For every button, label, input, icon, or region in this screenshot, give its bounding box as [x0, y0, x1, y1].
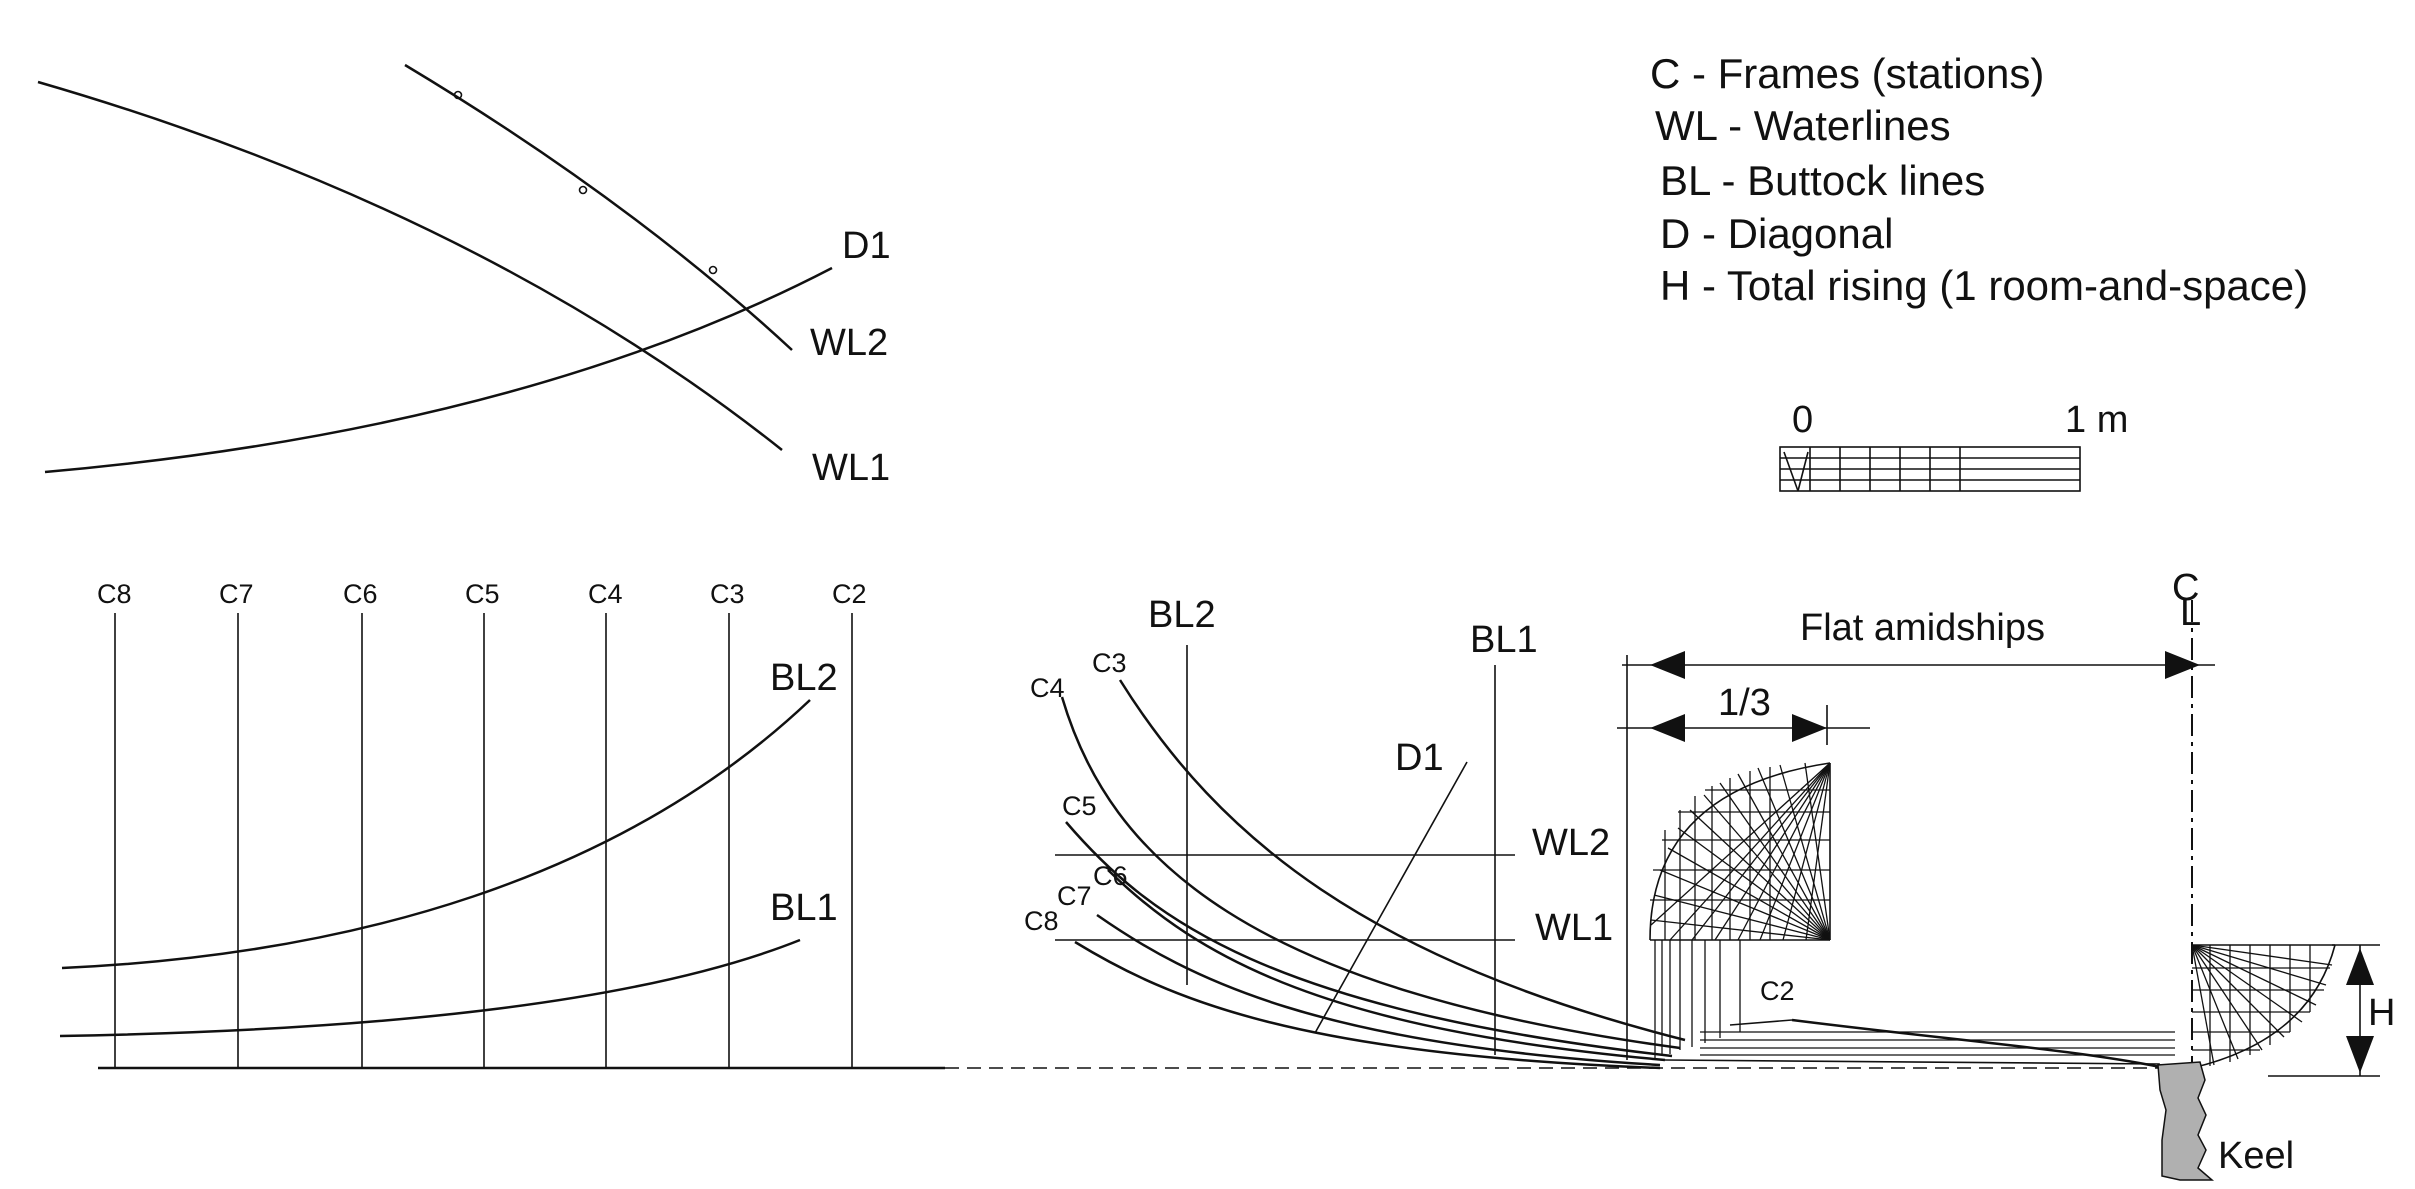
body-c6-label: C6	[1093, 861, 1128, 891]
profile-c7-label: C7	[219, 579, 254, 609]
scale-bar: 0 1 m	[1779, 399, 2128, 492]
body-bl1-label: BL1	[1470, 619, 1538, 661]
plan-waterline-wl1	[37, 80, 783, 451]
plan-wl1-label: WL1	[812, 447, 890, 489]
body-c7-label: C7	[1057, 881, 1092, 911]
profile-c3-label: C3	[710, 579, 745, 609]
centerline-l-label: L	[2180, 592, 2201, 634]
plan-d1-label: D1	[842, 225, 891, 267]
body-wl2-label: WL2	[1532, 822, 1610, 864]
profile-c4-label: C4	[588, 579, 623, 609]
keel-label: Keel	[2218, 1135, 2294, 1177]
centerline-c-label: C	[2172, 567, 2199, 609]
plan-waterline-wl2	[404, 63, 793, 351]
body-frame-c7	[1096, 913, 1661, 1067]
body-plan: C4 C3 C5 C6 C7 C8 C2 BL2 BL1 D1 WL2 WL1 …	[1024, 567, 2395, 1181]
body-frame-c3	[1118, 679, 1686, 1042]
plan-diagonal-d1	[44, 266, 833, 474]
scale-zero-label: 0	[1792, 399, 1813, 441]
profile-buttock-bl1	[59, 938, 801, 1038]
body-frame-c2	[1791, 1018, 2166, 1070]
legend-diagonal: D - Diagonal	[1660, 210, 1893, 257]
body-frame-c8	[1074, 940, 1661, 1070]
plan-wl2-label: WL2	[810, 322, 888, 364]
body-c3-label: C3	[1092, 648, 1127, 678]
profile-bl2-label: BL2	[770, 657, 838, 699]
body-bl2-label: BL2	[1148, 594, 1216, 636]
plan-view: D1 WL2 WL1	[37, 63, 891, 489]
legend-waterlines: WL - Waterlines	[1655, 102, 1951, 149]
profile-c5-label: C5	[465, 579, 500, 609]
body-frame-c4	[1060, 696, 1681, 1050]
legend-buttock-lines: BL - Buttock lines	[1660, 157, 1985, 204]
body-c5-label: C5	[1062, 791, 1097, 821]
body-c8-label: C8	[1024, 906, 1059, 936]
legend-total-rising: H - Total rising (1 room-and-space)	[1660, 262, 2308, 309]
body-d1-label: D1	[1395, 737, 1444, 779]
body-c2-label: C2	[1760, 976, 1795, 1006]
profile-view: C8 C7 C6 C5 C4 C3 C2 BL2 BL1	[59, 579, 2165, 1070]
profile-c6-label: C6	[343, 579, 378, 609]
construction-quarter-circle-upper	[1649, 762, 2175, 1058]
body-frame-c6	[1107, 869, 1666, 1062]
keel-shape	[2157, 1061, 2215, 1181]
construction-quarter-circle-lower	[2191, 944, 2336, 1069]
legend: C - Frames (stations) WL - Waterlines BL…	[1650, 50, 2308, 309]
body-diagonal-d1	[1314, 761, 1468, 1034]
profile-buttock-bl2	[61, 699, 811, 970]
body-c4-label: C4	[1030, 673, 1065, 703]
rising-h-label: H	[2368, 992, 2395, 1034]
legend-frames: C - Frames (stations)	[1650, 50, 2044, 97]
body-wl1-label: WL1	[1535, 907, 1613, 949]
profile-c2-label: C2	[832, 579, 867, 609]
profile-c8-label: C8	[97, 579, 132, 609]
one-third-label: 1/3	[1718, 682, 1771, 724]
body-frame-c5	[1065, 821, 1673, 1058]
profile-bl1-label: BL1	[770, 887, 838, 929]
flat-amidships-label: Flat amidships	[1800, 607, 2045, 649]
scale-one-metre-label: 1 m	[2065, 399, 2128, 441]
